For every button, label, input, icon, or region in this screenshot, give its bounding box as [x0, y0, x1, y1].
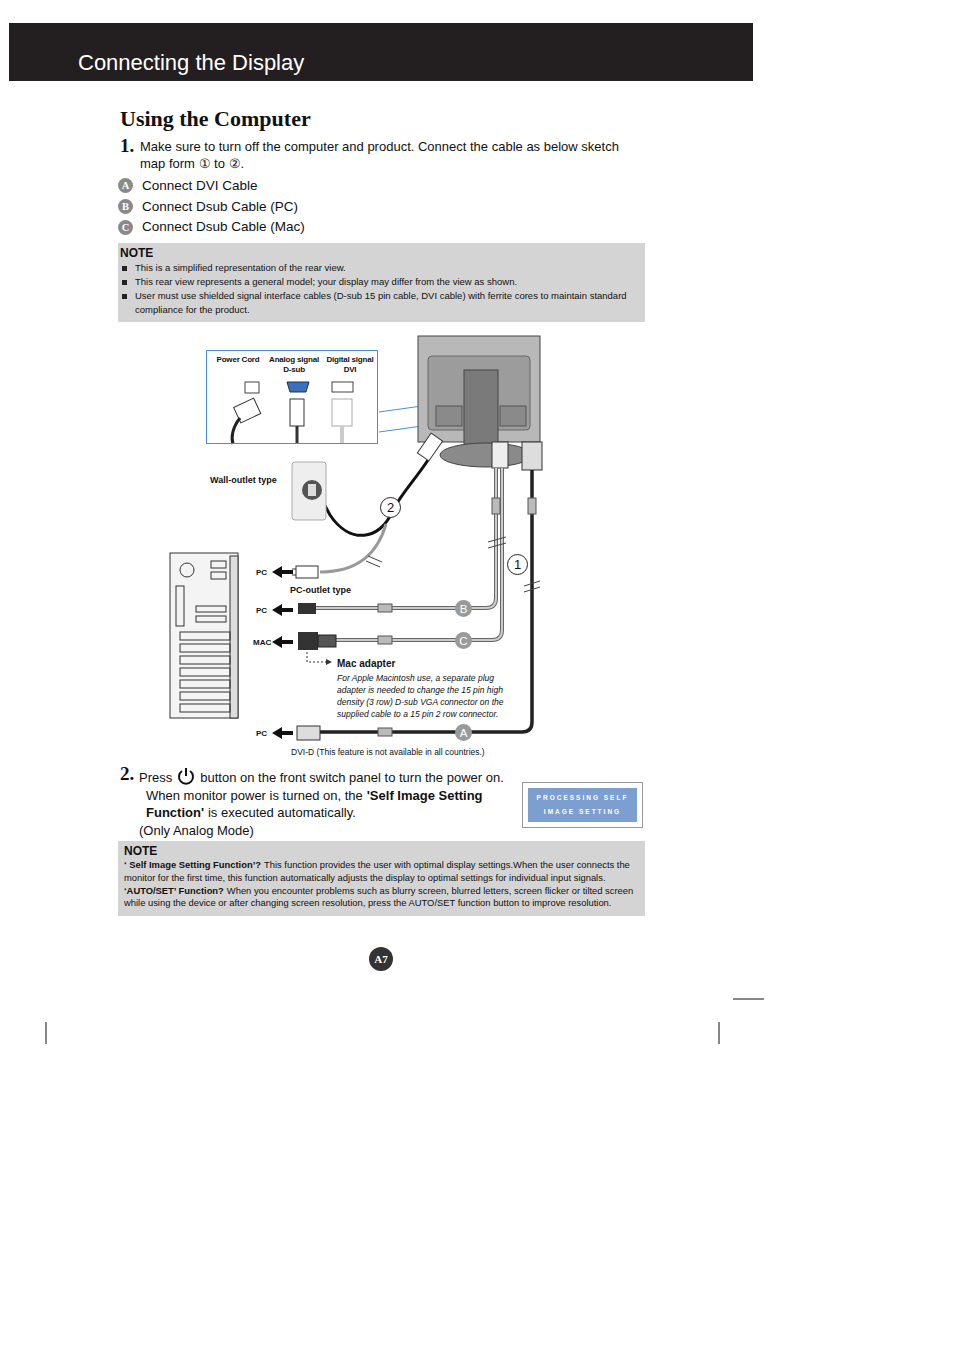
node-text: A: [122, 180, 130, 191]
port-name: Power Cord: [213, 355, 263, 365]
note-bullet: User must use shielded signal interface …: [120, 289, 637, 317]
list-marker: B: [118, 199, 133, 214]
part-label: PC-outlet type: [290, 585, 351, 595]
note-paragraph: ‘AUTO/SET’ Function?When you encounter p…: [124, 885, 637, 911]
note-text: DVI-D (This feature is not available in …: [291, 747, 485, 757]
node-text: 2: [387, 500, 394, 515]
section-heading: Using the Computer: [120, 106, 311, 132]
connector-inset: Power CordAnalog signal D-subDigital sig…: [206, 350, 378, 444]
page-title: Connecting the Display: [78, 50, 304, 76]
note-paragraph: ‘ Self Image Setting Function’?This func…: [124, 859, 637, 885]
node-text: A: [460, 727, 468, 739]
part-label: Wall-outlet type: [210, 475, 277, 485]
note-heading: NOTE: [124, 844, 637, 859]
node-text: C: [122, 222, 130, 233]
arrows: [272, 566, 293, 739]
osd-text: PROCESSING SELF IMAGE SETTING: [528, 788, 637, 822]
pc-tower: [170, 553, 238, 718]
note-heading: NOTE: [120, 246, 637, 261]
part-label: Mac adapter: [337, 658, 395, 669]
note-text: For Apple Macintosh use, a separate plug…: [337, 672, 525, 720]
port-label: PC: [256, 606, 267, 615]
inset-icons: [232, 382, 353, 444]
list-marker: C: [118, 220, 133, 235]
osd-message: PROCESSING SELF IMAGE SETTING: [522, 782, 643, 828]
page-number: A7: [369, 947, 393, 971]
list-item: Connect DVI Cable: [142, 178, 258, 193]
header-bar: [9, 23, 753, 81]
port-name: Analog signal D-sub: [265, 355, 323, 375]
note-term: ‘ Self Image Setting Function’?: [124, 859, 261, 870]
note-box: NOTE‘ Self Image Setting Function’?This …: [118, 841, 645, 916]
node-text: B: [460, 603, 468, 615]
note-box: NOTEThis is a simplified representation …: [118, 243, 645, 322]
cables: [316, 460, 540, 732]
port-label: PC: [256, 568, 267, 577]
step-text: Press: [139, 770, 172, 785]
callout-number: 2: [380, 497, 401, 518]
list-item: Connect Dsub Cable (Mac): [142, 219, 305, 234]
port-label: MAC: [253, 638, 271, 647]
power-plug: [417, 433, 442, 461]
node-text: C: [459, 635, 467, 647]
power-icon: [176, 770, 196, 785]
step-paragraph: Pressbutton on the front switch panel to…: [139, 766, 512, 839]
node-text: 1: [514, 557, 521, 572]
power-symbol: [176, 766, 196, 786]
page-marks: [46, 999, 764, 1044]
cable-marker: C: [455, 632, 472, 649]
port-name: Digital signal DVI: [325, 355, 375, 375]
port-label: PC: [256, 729, 267, 738]
step-text: (Only Analog Mode): [146, 822, 512, 840]
cable-marker: A: [455, 724, 472, 741]
step-number: 1.: [120, 135, 134, 157]
list-marker: A: [118, 178, 133, 193]
cable-marker: B: [455, 600, 472, 617]
step-text: Make sure to turn off the computer and p…: [140, 139, 645, 172]
note-term: ‘AUTO/SET’ Function?: [124, 885, 224, 896]
monitor-rear: [418, 336, 542, 470]
node-text: B: [122, 201, 129, 212]
node-text: A7: [374, 953, 387, 965]
wall-outlet: [292, 462, 326, 520]
note-bullet: This rear view represents a general mode…: [120, 275, 637, 289]
callout-number: 1: [507, 554, 528, 575]
note-bullet: This is a simplified representation of t…: [120, 261, 637, 275]
list-item: Connect Dsub Cable (PC): [142, 199, 298, 214]
step-text: is executed automatically.: [208, 805, 356, 820]
step-number: 2.: [120, 763, 134, 785]
